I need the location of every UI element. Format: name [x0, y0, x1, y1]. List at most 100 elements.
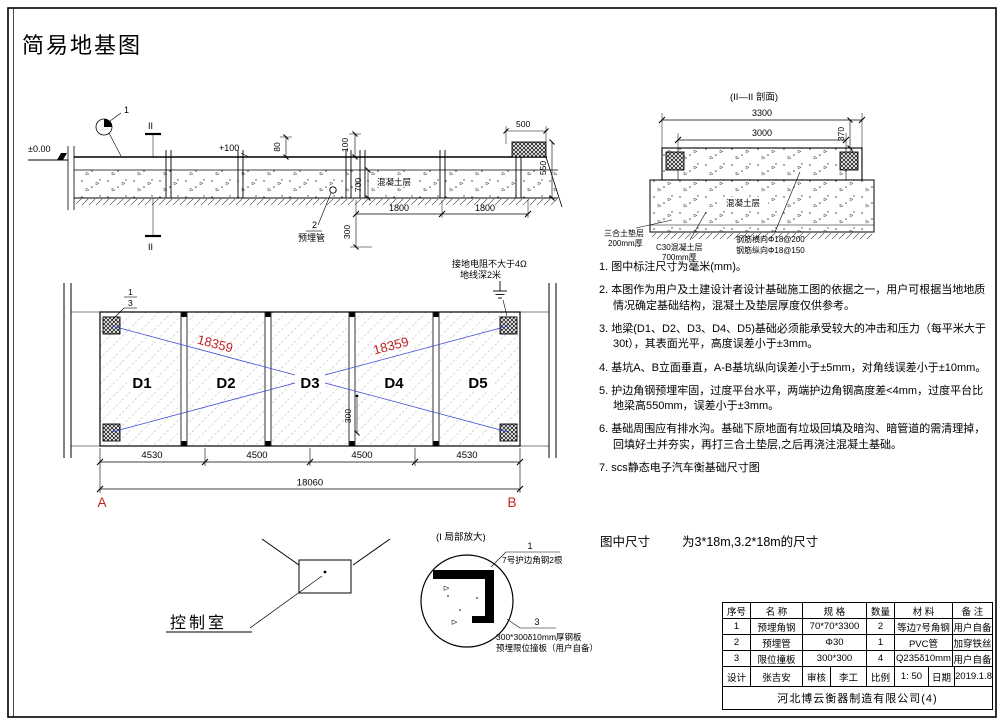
note-item-1: 1. 图中标注尺寸为毫米(mm)。	[599, 261, 747, 273]
cushion-note-line2: 200mm厚	[608, 239, 643, 248]
note-item-2: 2. 本图作为用户及土建设计者设计基础施工图的依据之一，用户可根据当地地质情况确…	[599, 284, 986, 312]
dim-700: 700	[353, 178, 363, 192]
table-cell: PVC管	[895, 635, 953, 651]
size-note-value: 为3*18m,3.2*18m的尺寸	[682, 535, 819, 549]
table-cell: 70*70*3300	[803, 619, 867, 635]
table-cell: 300*300	[803, 651, 867, 667]
dim-1800-b: 1800	[475, 203, 495, 213]
cross-section-view: ±0.00 1	[28, 105, 563, 252]
panel-label-d3: D3	[300, 375, 319, 392]
table-cell: 用户自备	[953, 651, 992, 667]
section-ii-view: (II—II 剖面) 3300 3000 370 混凝土层 三	[604, 91, 875, 262]
header-cell-index: 序号	[723, 603, 751, 619]
signature-row: 设计 张吉安 审核 李工 比例 1: 50 日期 2019.1.8	[723, 667, 992, 687]
table-cell: 预埋管	[751, 635, 803, 651]
detail-callout-1: 1	[527, 541, 532, 551]
control-room-label: 控制室	[170, 614, 227, 632]
detail-label-3a: 300*300δ10mm厚钢板	[496, 632, 582, 642]
table-cell: 3	[723, 651, 751, 667]
date-label: 日期	[929, 667, 955, 687]
table-cell: 1	[723, 619, 751, 635]
end-platform	[511, 141, 547, 158]
panel-label-d5: D5	[468, 375, 487, 392]
center-pipe-dot	[355, 394, 359, 398]
cushion-note-line1: 三合土垫层	[604, 228, 644, 238]
dim-4530-b: 4530	[456, 450, 477, 461]
panel-label-d4: D4	[384, 375, 404, 392]
table-cell: 等边7号角钢	[895, 619, 953, 635]
header-cell-qty: 数量	[867, 603, 895, 619]
note-item-4: 4. 基坑A、B立面垂直，A-B基坑纵向误差小于±5mm，对角线误差小于±10m…	[599, 361, 987, 374]
panel-label-d1: D1	[132, 375, 151, 392]
dim-3300: 3300	[752, 108, 772, 118]
note-item-5: 5. 护边角钢预埋牢固，过度平台水平，两端护边角钢高度差<4mm，过度平台比地梁…	[599, 384, 984, 413]
dim-4530-a: 4530	[141, 450, 162, 461]
table-cell: 4	[867, 651, 895, 667]
detail-label-1: 7号护边角钢2根	[502, 555, 563, 565]
table-cell: 加穿铁丝	[953, 635, 992, 651]
size-note-label: 图中尺寸	[600, 535, 651, 549]
grounding-note-line1: 接地电阻不大于4Ω	[452, 258, 527, 269]
control-room: 控制室	[166, 538, 391, 633]
detail-title: (I 局部放大)	[436, 531, 486, 543]
section-posts	[165, 150, 522, 198]
dim-300-section: 300	[342, 225, 352, 239]
rebar-note-line1: 钢筋横向Φ18@200	[736, 234, 805, 244]
dim-370: 370	[836, 127, 846, 141]
slab-anchor-left	[665, 151, 685, 171]
dim-4500-b: 4500	[351, 450, 372, 461]
page-title: 简易地基图	[22, 33, 143, 58]
parts-table-row-3: 3 限位撞板 300*300 4 Q235δ10mm 用户自备	[723, 651, 992, 667]
detail-circle	[420, 554, 514, 648]
c30-note-line1: C30混凝土层	[656, 242, 703, 252]
embedded-pipe-label: 预埋管	[298, 232, 325, 243]
parts-table-row-2: 2 预埋管 Φ30 1 PVC管 加穿铁丝	[723, 635, 992, 651]
parts-table-row-1: 1 预埋角钢 70*70*3300 2 等边7号角钢 用户自备	[723, 619, 992, 635]
reviewer-name: 李工	[831, 667, 867, 687]
detail-callout-3: 3	[534, 617, 539, 627]
dim-100: 100	[340, 138, 350, 152]
parts-table-header-row: 序号 名 称 规 格 数量 材 料 备 注	[723, 603, 992, 619]
plan-dimension-row: 4530 4500 4500 4530 18060	[96, 448, 524, 493]
datum-flag	[57, 153, 67, 160]
table-cell: 1	[867, 635, 895, 651]
corner-a-label: A	[97, 495, 106, 510]
datum-label: ±0.00	[28, 144, 50, 154]
plan-view: 18359 18359 D1 D2 D3 D4 D5 1 3 接地电阻不大于4Ω	[63, 258, 557, 510]
table-cell: 限位撞板	[751, 651, 803, 667]
detail-view: (I 局部放大) 1 7号护边角钢2根 3 300*300δ10mm厚钢板 预埋…	[420, 531, 598, 653]
concrete-layer-label: 混凝土层	[377, 177, 411, 187]
callout-2-label: 2	[312, 220, 317, 230]
dim-4500-a: 4500	[246, 450, 267, 461]
notes-list: 1. 图中标注尺寸为毫米(mm)。 2. 本图作为用户及土建设计者设计基础施工图…	[599, 260, 991, 484]
detail-label-3b: 预埋限位撞板（用户自备）	[496, 643, 598, 653]
header-cell-name: 名 称	[751, 603, 803, 619]
scale-label: 比例	[867, 667, 895, 687]
header-cell-spec: 规 格	[803, 603, 867, 619]
edge-angle-steel	[433, 570, 494, 623]
slab-anchor-right	[839, 151, 859, 171]
panel-dividers	[180, 312, 440, 446]
plan-callout-1: 1	[128, 287, 133, 297]
designer-name: 张吉安	[751, 667, 803, 687]
dim-1800-a: 1800	[389, 203, 409, 213]
section-ii-concrete-label: 混凝土层	[726, 198, 760, 208]
dim-500: 500	[516, 119, 530, 129]
design-label: 设计	[723, 667, 751, 687]
control-room-box	[298, 559, 352, 594]
table-cell: 预埋角钢	[751, 619, 803, 635]
ground-symbol	[493, 281, 507, 299]
rebar-note-line2: 钢筋纵向Φ18@150	[736, 245, 805, 255]
scale-value: 1: 50	[895, 667, 929, 687]
header-cell-remark: 备 注	[953, 603, 992, 619]
dim-550: 550	[538, 161, 548, 175]
note-item-7: 7. scs静态电子汽车衡基础尺寸图	[599, 462, 760, 475]
level-label: +100	[219, 143, 239, 153]
panel-labels: D1 D2 D3 D4 D5	[127, 374, 493, 392]
dim-300-plan: 300	[343, 409, 353, 423]
parts-table: 序号 名 称 规 格 数量 材 料 备 注 1 预埋角钢 70*70*3300 …	[722, 602, 993, 710]
table-cell: Q235δ10mm	[895, 651, 953, 667]
note-item-3: 3. 地梁(D1、D2、D3、D4、D5)基础必须能承受较大的冲击和压力（每平米…	[599, 322, 986, 351]
